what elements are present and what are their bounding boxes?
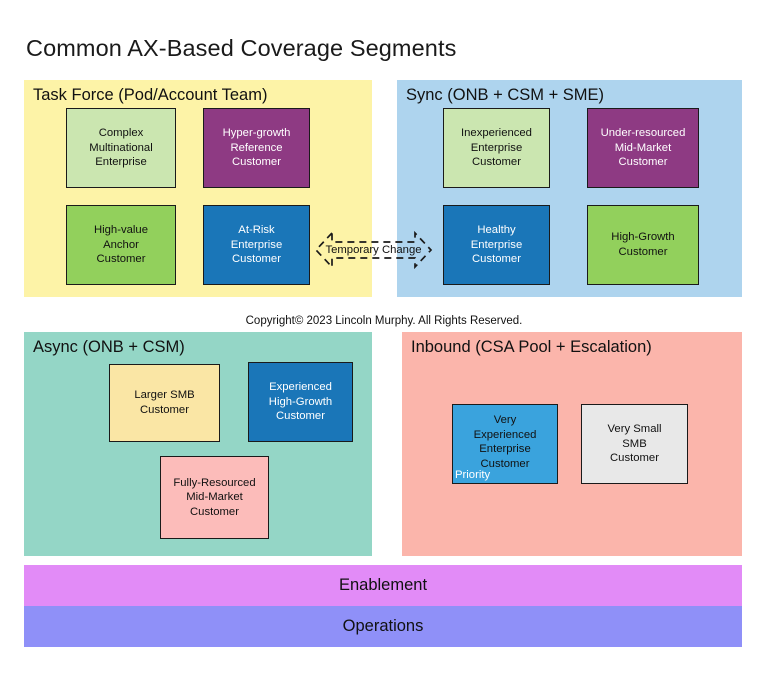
panel-sync: Sync (ONB + CSM + SME) Inexperienced Ent… bbox=[397, 80, 742, 297]
band-label: Enablement bbox=[338, 576, 428, 594]
band-label: Operations bbox=[342, 617, 424, 635]
segment-box-fully-resourced-mid-market-customer[interactable]: Fully-Resourced Mid-Market Customer bbox=[160, 456, 269, 539]
segment-box-experienced-high-growth-customer[interactable]: Experienced High-Growth Customer bbox=[248, 362, 353, 442]
panel-title-sync: Sync (ONB + CSM + SME) bbox=[406, 86, 605, 104]
segment-box-inexperienced-enterprise-customer[interactable]: Inexperienced Enterprise Customer bbox=[443, 108, 550, 188]
segment-box-healthy-enterprise-customer[interactable]: Healthy Enterprise Customer bbox=[443, 205, 550, 285]
panel-title-async: Async (ONB + CSM) bbox=[33, 338, 185, 356]
panel-inbound: Inbound (CSA Pool + Escalation) Very Exp… bbox=[402, 332, 742, 556]
segment-box-under-resourced-mid-market-customer[interactable]: Under-resourced Mid-Market Customer bbox=[587, 108, 699, 188]
segment-label: Under-resourced Mid-Market Customer bbox=[600, 127, 686, 169]
segment-label: Very Experienced Enterprise Customer bbox=[473, 414, 537, 470]
segment-label: Very Small SMB Customer bbox=[607, 423, 662, 465]
segment-box-hyper-growth-reference-customer[interactable]: Hyper-growth Reference Customer bbox=[203, 108, 310, 188]
segment-label: Inexperienced Enterprise Customer bbox=[461, 127, 532, 169]
segment-label: Healthy Enterprise Customer bbox=[470, 224, 523, 266]
segment-box-complex-multinational-enterprise[interactable]: Complex Multinational Enterprise bbox=[66, 108, 176, 188]
panel-async: Async (ONB + CSM) Larger SMB Customer Ex… bbox=[24, 332, 372, 556]
segment-label: Complex Multinational Enterprise bbox=[89, 127, 153, 169]
segment-box-larger-smb-customer[interactable]: Larger SMB Customer bbox=[109, 364, 220, 442]
band-enablement[interactable]: Enablement bbox=[24, 565, 742, 606]
panel-task-force: Task Force (Pod/Account Team) Complex Mu… bbox=[24, 80, 372, 297]
segment-label: Experienced High-Growth Customer bbox=[268, 381, 333, 423]
segment-label: Larger SMB Customer bbox=[134, 389, 195, 416]
temporary-change-connector[interactable]: Temporary Change bbox=[306, 219, 441, 281]
segment-box-high-growth-customer[interactable]: High-Growth Customer bbox=[587, 205, 699, 285]
segment-label: Fully-Resourced Mid-Market Customer bbox=[173, 476, 256, 518]
connector-label: Temporary Change bbox=[325, 244, 422, 256]
segment-box-at-risk-enterprise-customer[interactable]: At-Risk Enterprise Customer bbox=[203, 205, 310, 285]
panel-title-task-force: Task Force (Pod/Account Team) bbox=[33, 86, 268, 104]
band-operations[interactable]: Operations bbox=[24, 606, 742, 647]
copyright-notice: Copyright© 2023 Lincoln Murphy. All Righ… bbox=[245, 315, 523, 327]
segment-priority-badge: Priority bbox=[455, 469, 491, 481]
segment-label: High-value Anchor Customer bbox=[93, 224, 148, 266]
segment-box-very-experienced-enterprise-customer[interactable]: Very Experienced Enterprise Customer Pri… bbox=[452, 404, 558, 484]
segment-label: At-Risk Enterprise Customer bbox=[230, 224, 283, 266]
segment-label: High-Growth Customer bbox=[611, 231, 675, 258]
segment-label: Hyper-growth Reference Customer bbox=[222, 127, 291, 169]
double-arrow-dashed-icon bbox=[314, 230, 433, 270]
panel-title-inbound: Inbound (CSA Pool + Escalation) bbox=[411, 338, 652, 356]
segment-box-very-small-smb-customer[interactable]: Very Small SMB Customer bbox=[581, 404, 688, 484]
segment-box-high-value-anchor-customer[interactable]: High-value Anchor Customer bbox=[66, 205, 176, 285]
page-title: Common AX-Based Coverage Segments bbox=[26, 35, 457, 61]
